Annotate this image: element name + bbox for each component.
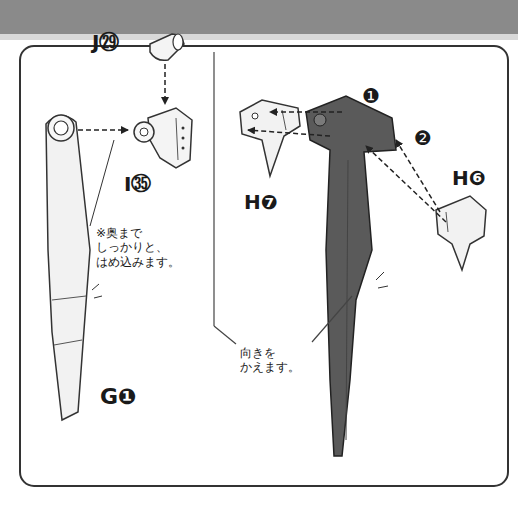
- top-shade: [0, 34, 518, 40]
- part-h6: [436, 196, 486, 270]
- assembly-arrow: [248, 130, 330, 136]
- part-g: [46, 115, 102, 420]
- step-number: ❶: [362, 84, 380, 108]
- part-i: [134, 108, 192, 168]
- part-main: [306, 96, 396, 456]
- part-number: J㉙: [92, 30, 119, 54]
- leader-line: [214, 326, 236, 344]
- divider: [213, 52, 214, 326]
- leader-line: [312, 296, 352, 342]
- part-number: H❻: [452, 166, 486, 190]
- part-number: H❼: [244, 190, 278, 214]
- frame: [20, 46, 508, 486]
- orientation-note: 向きを かえます。: [240, 346, 314, 375]
- leader-line: [90, 140, 114, 226]
- assembly-arrow: [366, 146, 446, 222]
- assembly-arrow: [270, 111, 342, 113]
- assembly-arrow: [396, 140, 440, 212]
- accent-mark: [376, 272, 384, 280]
- part-number: G❶: [100, 384, 137, 410]
- assembly-arrow: [78, 129, 128, 131]
- accent-mark: [378, 286, 388, 288]
- top-strip: [0, 0, 518, 34]
- part-j: [150, 34, 184, 60]
- assembly-note: ※奥まで しっかりと、 はめ込みます。: [96, 226, 208, 269]
- part-number: I㉟: [124, 172, 151, 196]
- assembly-arrow: [164, 64, 166, 104]
- step-number: ❷: [414, 126, 432, 150]
